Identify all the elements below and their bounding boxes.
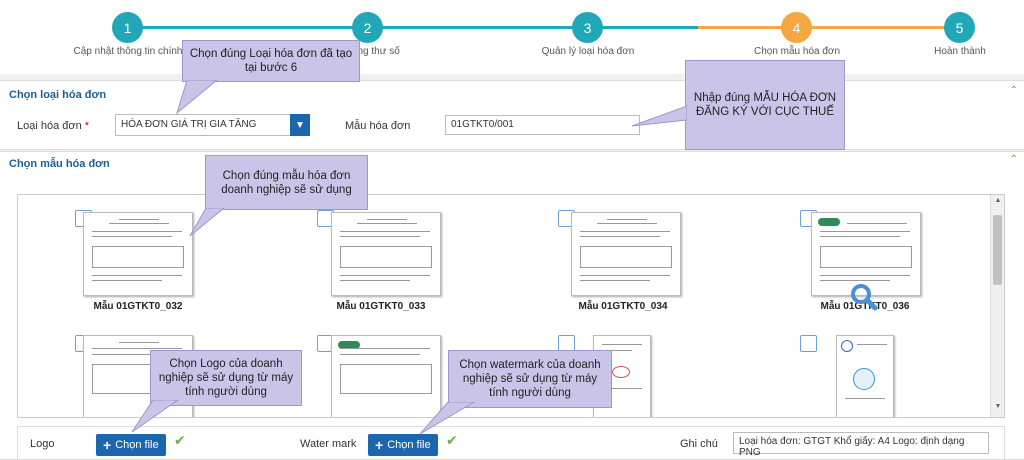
logo-label: Logo bbox=[30, 438, 55, 450]
checkmark-icon: ✔ bbox=[174, 432, 186, 448]
step-4-label: Chọn mẫu hóa đơn bbox=[753, 46, 841, 57]
scroll-up-icon[interactable]: ▲ bbox=[994, 197, 1002, 204]
wizard-stepper: 1 Cập nhật thông tin chính 2 chứng thư s… bbox=[0, 0, 1024, 74]
watermark-button-label: Chọn file bbox=[387, 439, 431, 451]
step-5-label: Hoàn thành bbox=[934, 46, 986, 57]
template-checkbox[interactable] bbox=[800, 335, 817, 352]
step-5-circle[interactable]: 5 bbox=[944, 12, 975, 43]
invoice-type-label: Loại hóa đơn * bbox=[17, 120, 90, 132]
template-thumbnail[interactable] bbox=[331, 335, 441, 417]
template-name: Mẫu 01GTKT0_032 bbox=[93, 301, 183, 312]
upload-row: Logo +Chọn file ✔ Water mark +Chọn file … bbox=[17, 426, 1005, 460]
chevron-down-icon[interactable]: ▼ bbox=[290, 114, 310, 136]
step-line-done bbox=[128, 26, 698, 29]
template-code-input[interactable]: 01GTKT0/001 bbox=[445, 115, 640, 135]
note-label: Ghi chú bbox=[680, 438, 718, 450]
watermark-choose-file-button[interactable]: +Chọn file bbox=[368, 434, 438, 456]
scroll-down-icon[interactable]: ▼ bbox=[994, 403, 1002, 410]
callout-tail bbox=[176, 80, 218, 115]
step-2-label: chứng thư số bbox=[340, 46, 400, 57]
gallery-scrollbar[interactable]: ▲ ▼ bbox=[990, 195, 1004, 417]
panel-title-template: Chọn mẫu hóa đơn bbox=[9, 158, 110, 170]
chevron-up-icon[interactable]: ⌃ bbox=[1009, 154, 1018, 165]
invoice-type-select[interactable]: HÓA ĐƠN GIÁ TRỊ GIA TĂNG ▼ bbox=[115, 114, 310, 136]
logo-choose-file-button[interactable]: +Chọn file bbox=[96, 434, 166, 456]
callout-tail bbox=[131, 400, 179, 433]
callout-tail bbox=[189, 208, 225, 237]
template-thumbnail[interactable] bbox=[571, 212, 681, 296]
plus-icon: + bbox=[375, 437, 384, 453]
note-input[interactable]: Loại hóa đơn: GTGT Khổ giấy: A4 Logo: đị… bbox=[733, 432, 989, 458]
panel-title-invoice-type: Chọn loại hóa đơn bbox=[9, 89, 107, 101]
callout-tail bbox=[419, 402, 475, 435]
checkmark-icon: ✔ bbox=[446, 432, 458, 448]
template-name: Mẫu 01GTKT0_036 bbox=[820, 301, 910, 312]
zoom-icon[interactable] bbox=[850, 283, 878, 311]
logo-button-label: Chọn file bbox=[115, 439, 159, 451]
template-thumbnail[interactable] bbox=[331, 212, 441, 296]
step-2-circle[interactable]: 2 bbox=[352, 12, 383, 43]
step-1-circle[interactable]: 1 bbox=[112, 12, 143, 43]
callout-template-hint: Chọn đúng mẫu hóa đơn doanh nghiệp sẽ sử… bbox=[205, 155, 368, 210]
watermark-label: Water mark bbox=[300, 438, 357, 450]
template-thumbnail[interactable] bbox=[811, 212, 921, 296]
template-thumbnail[interactable] bbox=[83, 212, 193, 296]
template-name: Mẫu 01GTKT0_034 bbox=[578, 301, 668, 312]
chevron-up-icon[interactable]: ⌃ bbox=[1009, 85, 1018, 96]
step-3-label: Quản lý loại hóa đơn bbox=[541, 46, 635, 57]
callout-invoice-type-hint: Chọn đúng Loại hóa đơn đã tạo tại bước 6 bbox=[182, 40, 360, 82]
callout-watermark-hint: Chọn watermark của doanh nghiệp sẽ sử dụ… bbox=[448, 350, 612, 408]
scroll-thumb[interactable] bbox=[993, 215, 1002, 285]
invoice-type-panel: Chọn loại hóa đơn ⌃ Loại hóa đơn * HÓA Đ… bbox=[0, 80, 1024, 150]
template-thumbnail[interactable] bbox=[836, 335, 894, 417]
callout-template-code-hint: Nhập đúng MẪU HÓA ĐƠN ĐĂNG KÝ VỚI CỤC TH… bbox=[685, 60, 845, 150]
plus-icon: + bbox=[103, 437, 112, 453]
callout-tail bbox=[631, 105, 687, 127]
step-3-circle[interactable]: 3 bbox=[572, 12, 603, 43]
step-4-circle[interactable]: 4 bbox=[781, 12, 812, 43]
step-1-label: Cập nhật thông tin chính bbox=[73, 46, 183, 57]
step-line-active bbox=[698, 26, 960, 29]
callout-logo-hint: Chọn Logo của doanh nghiệp sẽ sử dụng từ… bbox=[150, 350, 302, 406]
required-mark: * bbox=[84, 120, 90, 132]
invoice-type-value: HÓA ĐƠN GIÁ TRỊ GIA TĂNG bbox=[121, 119, 257, 130]
template-name: Mẫu 01GTKT0_033 bbox=[336, 301, 426, 312]
template-code-label: Mẫu hóa đơn bbox=[345, 120, 411, 132]
